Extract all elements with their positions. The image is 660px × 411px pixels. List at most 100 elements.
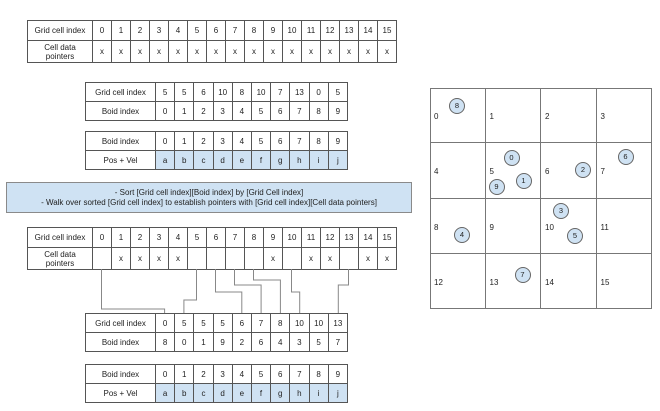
grid-cell-label: 0 (434, 112, 439, 121)
table-cell: a (154, 150, 176, 170)
table-cell: x (320, 40, 340, 63)
grid-cell: 10 (541, 198, 597, 254)
table-cell: x (168, 40, 188, 63)
pointer-connector (215, 269, 243, 313)
grid-cell: 7 (596, 143, 652, 199)
table-cell: 9 (212, 332, 233, 352)
table-cell: x (130, 40, 150, 63)
grid-cell: 4 (430, 143, 486, 199)
grid-cell: 14 (541, 253, 597, 309)
instruction-walk: - Walk over sorted [Grid cell index] to … (41, 198, 377, 207)
table-cell: j (327, 383, 349, 403)
grid-cell-label: 14 (545, 277, 554, 287)
grid-cell-label: 3 (600, 112, 605, 121)
table-cell: x (187, 40, 207, 63)
row-label: Boid index (85, 101, 156, 121)
grid-cell-label: 5 (489, 167, 494, 177)
grid-cell: 12 (430, 253, 486, 309)
table-cell: 9 (327, 101, 349, 121)
boid-marker: 1 (515, 173, 532, 190)
boid-marker: 2 (575, 162, 591, 179)
table-cell: x (377, 40, 397, 63)
table-cell: 3 (212, 101, 233, 121)
table-cell: 13 (327, 313, 349, 333)
boid-marker: 9 (488, 179, 505, 196)
table-cell: h (289, 150, 310, 170)
boid-marker: 7 (514, 266, 531, 283)
grid-cell-label: 6 (545, 167, 550, 177)
table-cell: a (154, 383, 176, 403)
table-cell: 3 (289, 332, 310, 352)
grid-cell-label: 13 (489, 277, 499, 287)
table-cell: c (193, 150, 214, 170)
table-cell: d (212, 383, 233, 403)
grid-cell: 13 (486, 253, 541, 309)
grid-cell-label: 12 (434, 277, 443, 287)
pointer-connector (253, 269, 281, 313)
grid-cell-label: 4 (434, 167, 439, 177)
table-cell: x (377, 247, 397, 270)
table-cell: 10 (289, 313, 310, 333)
table-cell: e (231, 150, 252, 170)
grid-cell: 2 (541, 88, 597, 144)
table-cell: 7 (289, 101, 310, 121)
grid-cell-label: 15 (600, 277, 610, 287)
table-cell: g (270, 150, 291, 170)
table-cell: 4 (270, 332, 291, 352)
pointer-connector (101, 269, 166, 313)
row-label: Pos + Vel (85, 150, 156, 170)
grid-cell-label: 7 (600, 167, 605, 177)
table-cell: 7 (327, 332, 349, 352)
table-cell: 9 (327, 131, 349, 151)
table-cell: f (250, 383, 272, 403)
pointer-connector (183, 269, 197, 313)
table-cell: c (193, 383, 214, 403)
table-cell: h (289, 383, 310, 403)
grid-cell: 5 (485, 143, 541, 199)
pointer-connector (291, 269, 301, 313)
grid-cell: 8 (430, 198, 486, 254)
table-cell: x (301, 247, 321, 270)
grid-cell: 0 (430, 88, 486, 144)
boid-marker: 3 (553, 202, 569, 219)
table-cell: f (250, 150, 272, 170)
boid-marker: 4 (454, 226, 470, 243)
sort-instructions-banner: - Sort [Grid cell index][Boid index] by … (6, 182, 412, 213)
grid-cell-label: 8 (434, 222, 439, 232)
table-cell: d (212, 150, 233, 170)
table-cell: 6 (270, 101, 291, 121)
table-cell: 6 (250, 332, 272, 352)
table-cell: 5 (250, 364, 272, 384)
grid-cell: 15 (597, 254, 653, 309)
pointer-connector (337, 269, 349, 313)
table-cell: i (308, 383, 329, 403)
grid-cell: 11 (596, 199, 652, 254)
grid-cell-label: 11 (600, 222, 609, 232)
grid-cell-label: 9 (489, 222, 494, 232)
grid-cell: 6 (541, 143, 597, 199)
grid-cell: 1 (485, 88, 541, 144)
pointer-connector (234, 269, 262, 313)
instruction-sort: - Sort [Grid cell index][Boid index] by … (114, 188, 304, 197)
table-cell: 4 (231, 101, 252, 121)
table-cell: e (231, 383, 252, 403)
